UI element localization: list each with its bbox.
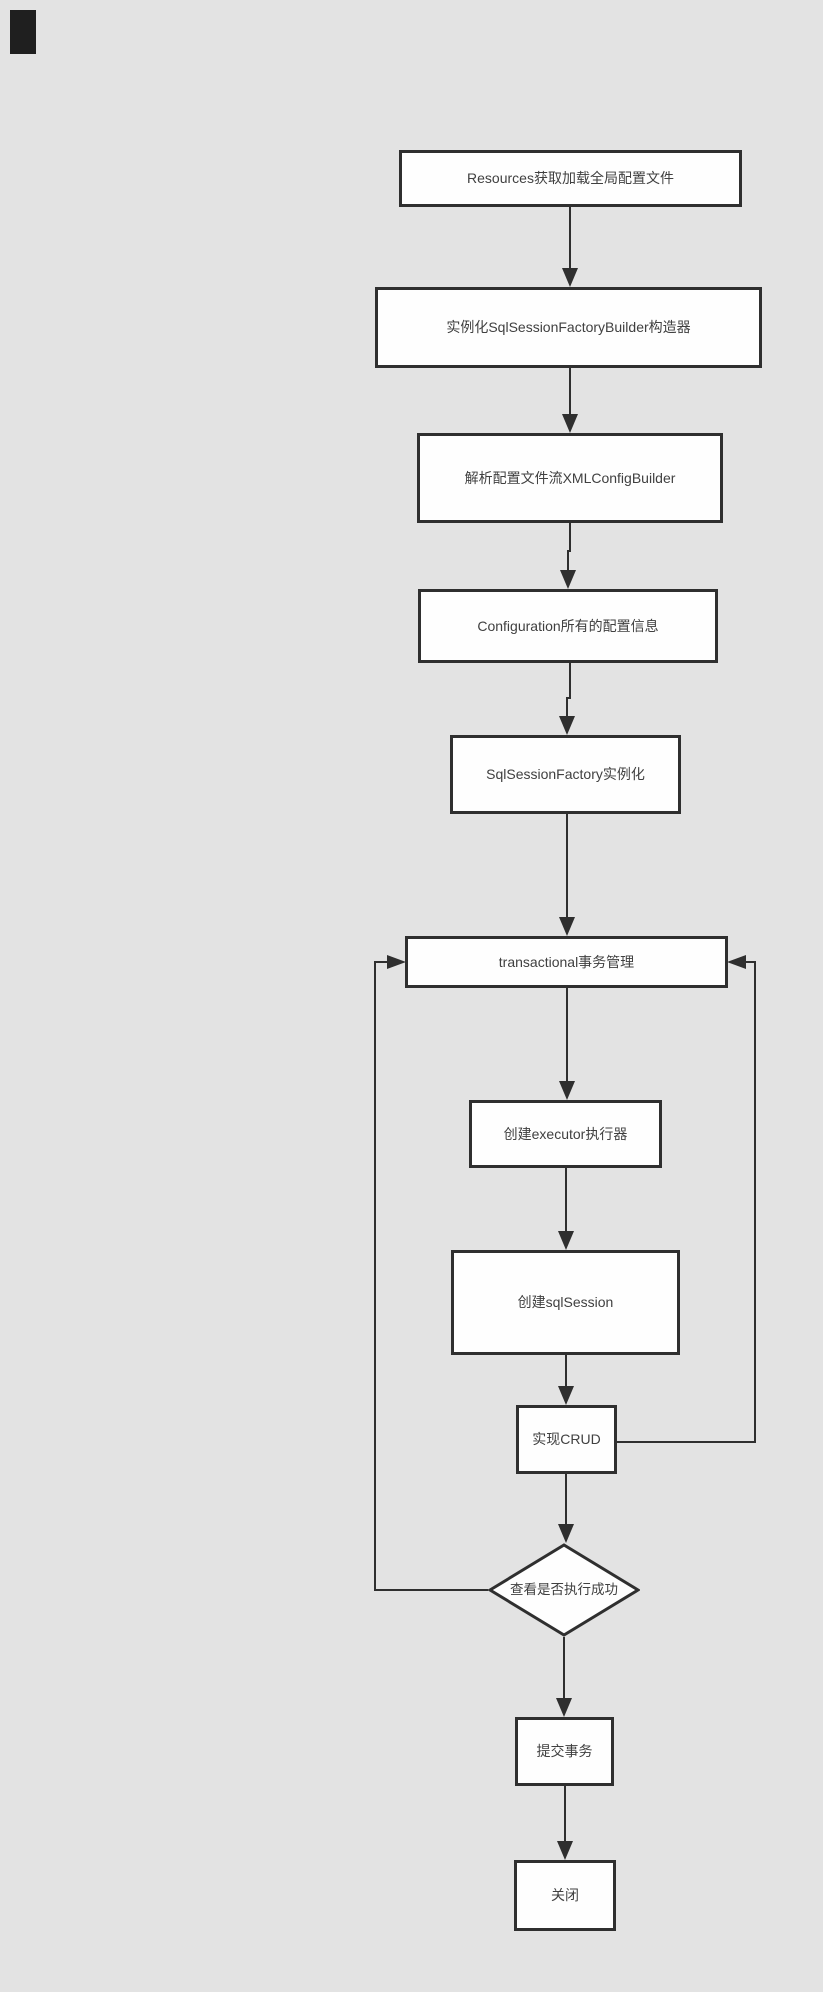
node-label: 创建sqlSession: [517, 1294, 614, 1311]
edge-configuration-factory: [566, 663, 571, 718]
node-label: 关闭: [551, 1887, 579, 1904]
node-commit-transaction: 提交事务: [515, 1717, 614, 1786]
node-label: 解析配置文件流XMLConfigBuilder: [464, 469, 676, 486]
node-factory-instantiate: SqlSessionFactory实例化: [450, 735, 681, 814]
node-instantiate-builder: 实例化SqlSessionFactoryBuilder构造器: [375, 287, 762, 368]
corner-artifact: [10, 10, 36, 54]
node-label: SqlSessionFactory实例化: [486, 766, 645, 783]
node-label: 查看是否执行成功: [510, 1582, 618, 1598]
arrowhead-down-icon: [556, 1698, 572, 1717]
node-create-sqlsession: 创建sqlSession: [451, 1250, 680, 1355]
node-create-executor: 创建executor执行器: [469, 1100, 662, 1168]
arrowhead-down-icon: [560, 570, 576, 589]
arrowhead-right-icon: [387, 955, 406, 969]
arrowhead-down-icon: [562, 268, 578, 287]
node-implement-crud: 实现CRUD: [516, 1405, 617, 1474]
arrowhead-left-icon: [727, 955, 746, 969]
arrowhead-down-icon: [558, 1231, 574, 1250]
node-label: 实现CRUD: [532, 1431, 601, 1448]
node-close: 关闭: [514, 1860, 616, 1931]
node-label: Configuration所有的配置信息: [477, 617, 659, 634]
node-configuration-info: Configuration所有的配置信息: [418, 589, 718, 663]
arrowhead-down-icon: [559, 716, 575, 735]
node-label: 提交事务: [536, 1743, 593, 1760]
edge-loop-crud-transactional: [617, 961, 756, 1443]
node-check-success: 查看是否执行成功: [488, 1543, 640, 1637]
node-resources-load-config: Resources获取加载全局配置文件: [399, 150, 742, 207]
node-transactional-manage: transactional事务管理: [405, 936, 728, 988]
arrowhead-down-icon: [558, 1524, 574, 1543]
edge-loop-check-transactional: [374, 961, 488, 1591]
node-label: 创建executor执行器: [503, 1125, 628, 1142]
arrowhead-down-icon: [559, 1081, 575, 1100]
arrowhead-down-icon: [562, 414, 578, 433]
diamond-shape-icon: [488, 1543, 640, 1637]
node-label: transactional事务管理: [498, 953, 635, 970]
arrowhead-down-icon: [557, 1841, 573, 1860]
node-label: Resources获取加载全局配置文件: [467, 170, 674, 187]
arrowhead-down-icon: [559, 917, 575, 936]
edge-parse-configuration: [567, 523, 571, 572]
arrowhead-down-icon: [558, 1386, 574, 1405]
node-parse-config-stream: 解析配置文件流XMLConfigBuilder: [417, 433, 723, 523]
node-label: 实例化SqlSessionFactoryBuilder构造器: [446, 319, 691, 336]
